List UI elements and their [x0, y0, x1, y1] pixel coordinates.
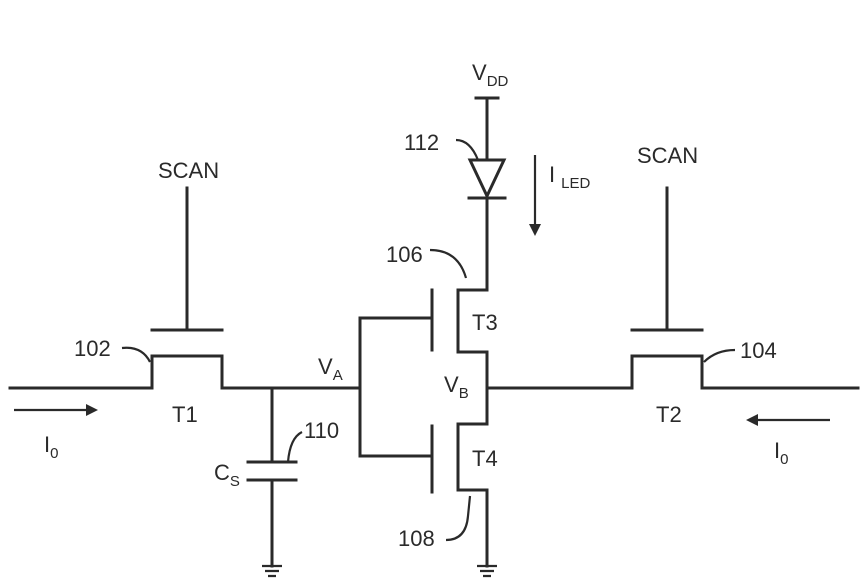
vb-label: VB	[444, 372, 469, 402]
i0-left-arrow-icon	[14, 404, 98, 416]
ref-104-label: 104	[740, 338, 777, 363]
leader-110	[288, 432, 302, 462]
ref-112-label: 112	[404, 130, 439, 155]
led-diode-icon	[469, 160, 505, 198]
input-wire-left	[10, 356, 360, 388]
ref-108-label: 108	[398, 526, 435, 551]
t4-channel	[458, 388, 487, 566]
ref-102-label: 102	[74, 336, 111, 361]
leader-108	[446, 496, 470, 540]
iled-label: ILED	[549, 162, 590, 192]
va-label: VA	[318, 354, 343, 384]
t1-label: T1	[172, 402, 198, 427]
i0-left-label: I0	[44, 432, 58, 462]
scan-left-label: SCAN	[158, 158, 219, 183]
leader-106	[430, 250, 466, 278]
t4-label: T4	[472, 446, 498, 471]
t3-label: T3	[472, 310, 498, 335]
ref-110-label: 110	[304, 418, 339, 443]
t2-label: T2	[656, 402, 682, 427]
i0-right-label: I0	[774, 438, 788, 468]
leader-102	[122, 348, 150, 362]
cs-label: CS	[214, 460, 240, 490]
iled-arrow-icon	[529, 155, 541, 236]
i0-right-arrow-icon	[746, 414, 830, 426]
va-gate-bus	[360, 318, 432, 456]
ref-106-label: 106	[386, 242, 423, 267]
leader-104	[704, 350, 735, 362]
vdd-label: VDD	[472, 60, 509, 90]
node-b-wire	[487, 356, 858, 388]
scan-right-label: SCAN	[637, 143, 698, 168]
leader-112	[456, 140, 478, 160]
